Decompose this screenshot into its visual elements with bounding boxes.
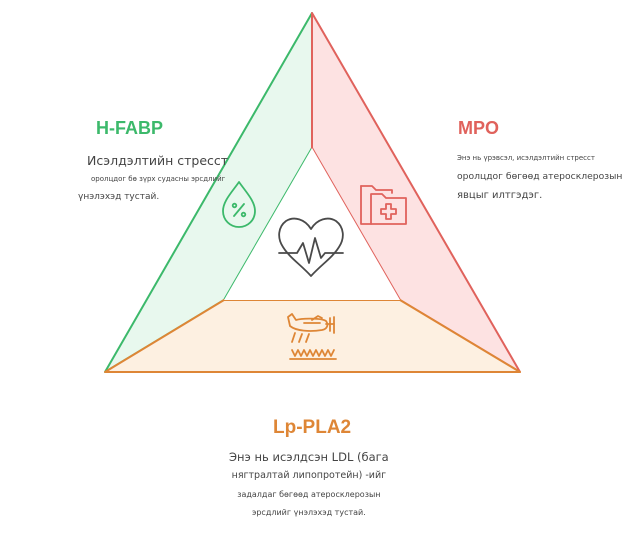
mpo-title: MPO [458, 118, 500, 138]
lppla2-desc-line: Энэ нь исэлдсэн LDL (бага [229, 450, 389, 464]
hfabp-title: H-FABP [96, 118, 163, 138]
mpo-description: Энэ нь үрэвсэл, исэлдэлтийн стресст орол… [457, 154, 622, 202]
lppla2-desc-line: задалдаг бөгөөд атеросклерозын [237, 490, 381, 499]
mpo-desc-line: оролцдог бөгөөд атеросклерозын [457, 171, 623, 182]
crop-duster-plane-icon [287, 313, 337, 360]
mpo-desc-line: явцыг илтгэдэг. [457, 190, 543, 201]
center-triangle [224, 148, 400, 300]
lppla2-title: Lp-PLA2 [273, 417, 352, 438]
hfabp-desc-line: оролцдог бө зүрх судасны эрсдлийг [91, 175, 226, 183]
lppla2-description: Энэ нь исэлдсэн LDL (бага нягтралтай лип… [229, 450, 389, 518]
medical-folder-icon [360, 185, 407, 225]
lppla2-desc-line: нягтралтай липопротейн) -ийг [231, 470, 387, 481]
heartbeat-icon [278, 217, 344, 277]
hfabp-description: Исэлдэлтийн стресст оролцдог бө зүрх суд… [78, 153, 229, 203]
hfabp-desc-line: үнэлэхэд тустай. [78, 192, 160, 202]
lppla2-desc-line: эрсдлийг үнэлэхэд тустай. [251, 508, 366, 517]
percent-drop-icon [222, 181, 256, 228]
mpo-desc-line: Энэ нь үрэвсэл, исэлдэлтийн стресст [457, 154, 595, 162]
hfabp-desc-line: Исэлдэлтийн стресст [87, 153, 229, 168]
